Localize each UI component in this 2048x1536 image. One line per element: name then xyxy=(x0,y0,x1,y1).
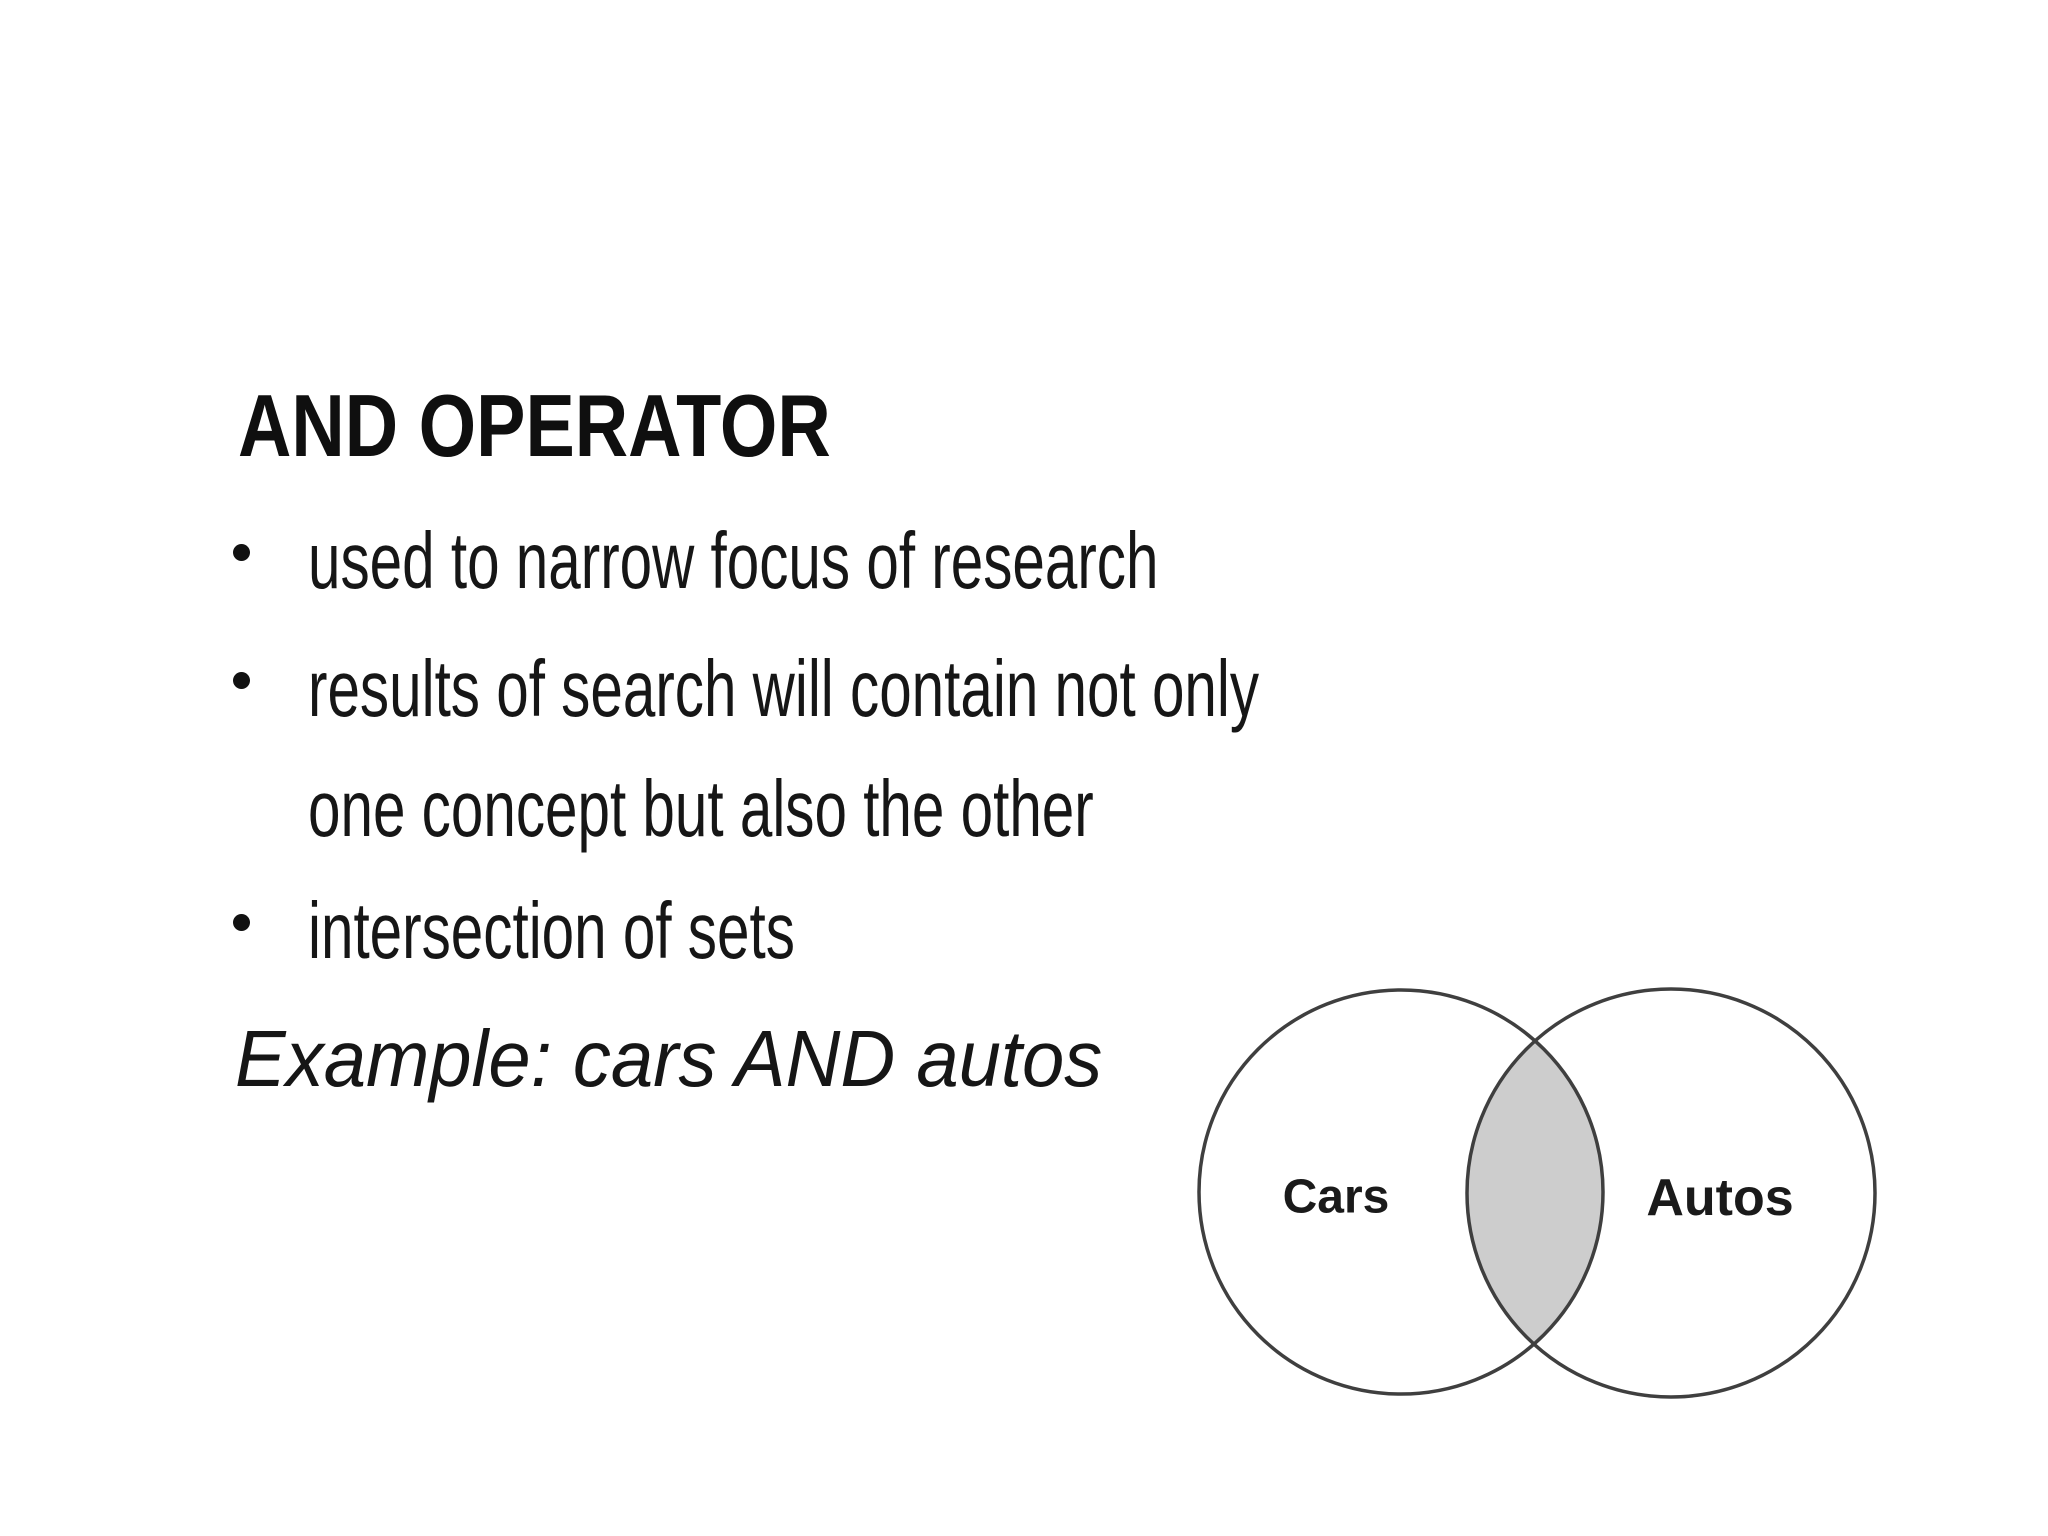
bullet-dot xyxy=(233,672,250,689)
venn-right-label: Autos xyxy=(1646,1169,1793,1227)
venn-circle-outlines xyxy=(1197,987,1877,1399)
bullet-item-1: used to narrow focus of research xyxy=(308,516,1159,605)
slide-title: AND OPERATOR xyxy=(238,376,831,475)
example-text: Example: cars AND autos xyxy=(235,1014,1103,1103)
venn-diagram: Cars Autos xyxy=(1197,987,1877,1399)
bullet-dot xyxy=(233,544,250,561)
venn-right-circle xyxy=(1465,987,1877,1399)
bullet-item-2-line-1: results of search will contain not only xyxy=(308,644,1260,733)
bullet-item-3: intersection of sets xyxy=(308,886,795,975)
venn-left-circle xyxy=(1197,988,1605,1396)
bullet-item-2-line-2: one concept but also the other xyxy=(308,764,1094,853)
venn-intersection xyxy=(1467,990,1603,1394)
venn-left-label: Cars xyxy=(1283,1171,1390,1224)
bullet-dot xyxy=(233,914,250,931)
